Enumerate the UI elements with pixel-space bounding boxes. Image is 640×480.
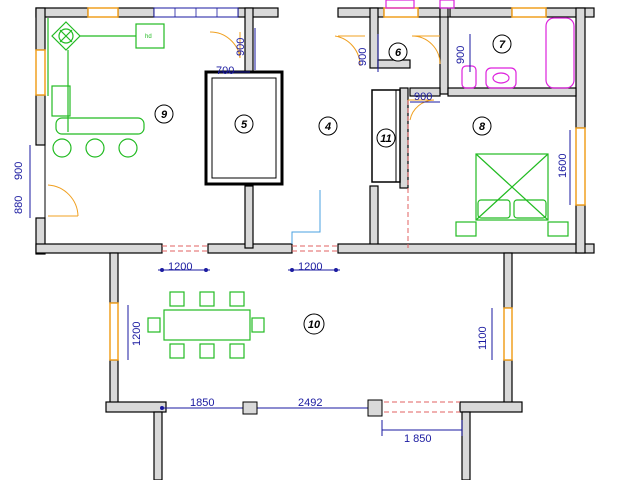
dim-span-1850: 1850 (190, 397, 214, 409)
terrace-posts (242, 399, 383, 417)
dim-door-6: 900 (357, 48, 369, 66)
kitchen-furniture (47, 18, 165, 158)
toilet (461, 65, 477, 89)
top-fixture-7 (439, 0, 455, 9)
dim-opening-right: 1200 (298, 261, 322, 273)
room-7-label: 7 (499, 39, 506, 51)
dim-opening-left: 1200 (168, 261, 192, 273)
dim-span-2492: 2492 (298, 397, 322, 409)
room-markers (154, 34, 512, 335)
walls (35, 7, 595, 480)
dim-left-900: 900 (13, 162, 25, 180)
dimension-lines (29, 28, 571, 436)
dim-terrace-window: 1100 (477, 326, 489, 350)
room-11-label: 11 (380, 133, 391, 145)
window-top-blue-mullions (174, 8, 218, 17)
dimension-ticks (160, 268, 374, 410)
dim-door-9: 900 (235, 38, 247, 56)
room-4-label: 4 (324, 121, 331, 133)
washbasin (485, 67, 517, 89)
bar-counter (55, 117, 145, 135)
dining-set (147, 291, 265, 359)
room-10-label: 10 (308, 319, 321, 331)
top-fixture-6 (385, 0, 415, 9)
dim-door-5: 700 (216, 65, 234, 77)
dim-door-11: 900 (414, 91, 432, 103)
corner-sink (51, 21, 81, 51)
dim-left-880: 880 (13, 196, 25, 214)
bathtub (545, 17, 575, 89)
dim-span-bottom: 1 850 (404, 433, 432, 445)
dim-window-8: 1600 (557, 154, 569, 178)
stair-line (291, 190, 321, 244)
kitchen-chair (51, 85, 71, 117)
windows (35, 7, 586, 361)
room-9-label: 9 (161, 109, 168, 121)
room-5-label: 5 (241, 119, 248, 131)
bed (455, 153, 569, 237)
openings (162, 100, 460, 413)
hob (135, 23, 165, 49)
room-6-label: 6 (395, 47, 402, 59)
dim-dining-window: 1200 (131, 322, 143, 346)
hob-label: hd (145, 34, 152, 40)
dining-table (163, 309, 251, 341)
dim-door-7: 900 (455, 46, 467, 64)
room-8-label: 8 (479, 121, 486, 133)
bath-fixtures (385, 0, 575, 89)
